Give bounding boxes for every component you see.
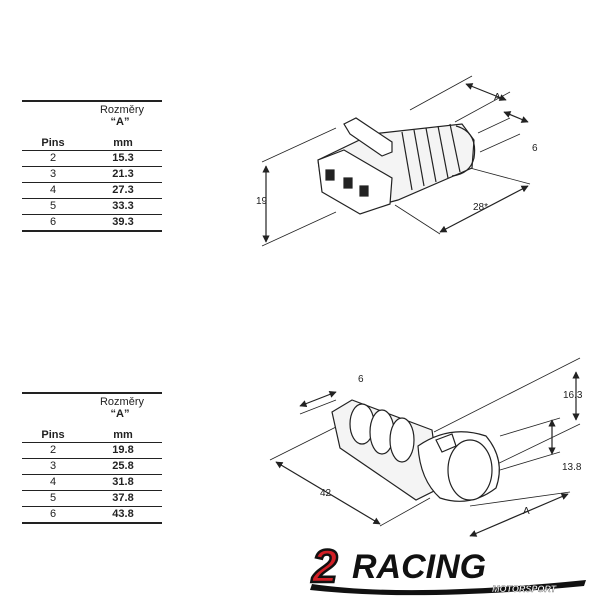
pins-cell: 2 [49, 152, 57, 164]
column-headers: Pins mm [22, 428, 162, 442]
logo-swoosh [310, 580, 586, 596]
dim-line-42 [275, 461, 381, 525]
pins-cell: 3 [49, 168, 57, 180]
wire-boot [389, 417, 415, 463]
pins-cell: 4 [49, 184, 57, 196]
mm-cell: 33.3 [112, 200, 134, 212]
dim-line-a-bottom [469, 493, 569, 537]
table-rule [22, 392, 162, 394]
label-dim-42: 42 [320, 488, 332, 499]
label-dim-28: 28* [473, 202, 488, 213]
seal-ring [451, 125, 476, 177]
pins-cell: 6 [49, 216, 57, 228]
pins-cell: 5 [49, 492, 57, 504]
label-dim-6-top: 6 [532, 143, 538, 154]
mm-cell: 15.3 [112, 152, 134, 164]
mm-cell: 25.8 [112, 460, 134, 472]
table-header: Rozměry “A” [22, 394, 162, 428]
col-mm: mm [113, 137, 133, 149]
latch [435, 433, 457, 453]
mm-cell: 43.8 [112, 508, 134, 520]
connector-drawing-bottom [269, 357, 581, 537]
2racing-logo: 2 RACING MOTORSPORT [310, 540, 586, 596]
logo-word: RACING [352, 548, 486, 586]
header-a: “A” [110, 408, 130, 420]
header-dimensions: Rozměry [99, 396, 144, 408]
table-header: Rozměry “A” [22, 102, 162, 136]
col-mm: mm [113, 429, 133, 441]
label-dim-a-top: A [494, 92, 501, 103]
table-rule [22, 230, 162, 232]
mm-cell: 21.3 [112, 168, 134, 180]
mm-cell: 19.8 [112, 444, 134, 456]
mm-cell: 37.8 [112, 492, 134, 504]
extension-lines [261, 75, 531, 247]
header-a: “A” [110, 116, 130, 128]
column-headers: Pins mm [22, 136, 162, 150]
mm-cell: 27.3 [112, 184, 134, 196]
logo-sub: MOTORSPORT [492, 584, 558, 594]
dim-line-6 [503, 111, 529, 123]
dim-line-a [465, 83, 507, 101]
label-dim-19: 19 [256, 196, 268, 207]
connector-front-face [317, 149, 393, 215]
label-dim-13-8: 13.8 [562, 462, 582, 473]
col-pins: Pins [41, 429, 65, 441]
pin-slot [343, 177, 353, 189]
pin-slot [359, 185, 369, 197]
label-dim-16-3: 16.3 [563, 390, 583, 401]
pins-cell: 5 [49, 200, 57, 212]
latch [343, 117, 393, 157]
label-dim-a-bottom: A [523, 506, 530, 517]
mm-cell: 39.3 [112, 216, 134, 228]
connector-ribs [401, 123, 461, 191]
mm-cell: 31.8 [112, 476, 134, 488]
table-rule [22, 522, 162, 524]
logo-numeral: 2 [311, 540, 338, 592]
pins-cell: 3 [49, 460, 57, 472]
dim-line-28 [439, 185, 529, 233]
header-dimensions: Rozměry [99, 104, 144, 116]
col-pins: Pins [41, 137, 65, 149]
connector-drawing-top [261, 75, 531, 247]
label-dim-6-bottom: 6 [358, 374, 364, 385]
dim-line-6-bottom [299, 390, 337, 408]
connector-mouth [447, 439, 493, 501]
pins-cell: 6 [49, 508, 57, 520]
table-rule [22, 100, 162, 102]
pins-cell: 2 [49, 444, 57, 456]
pin-slot [325, 169, 335, 181]
pins-cell: 4 [49, 476, 57, 488]
